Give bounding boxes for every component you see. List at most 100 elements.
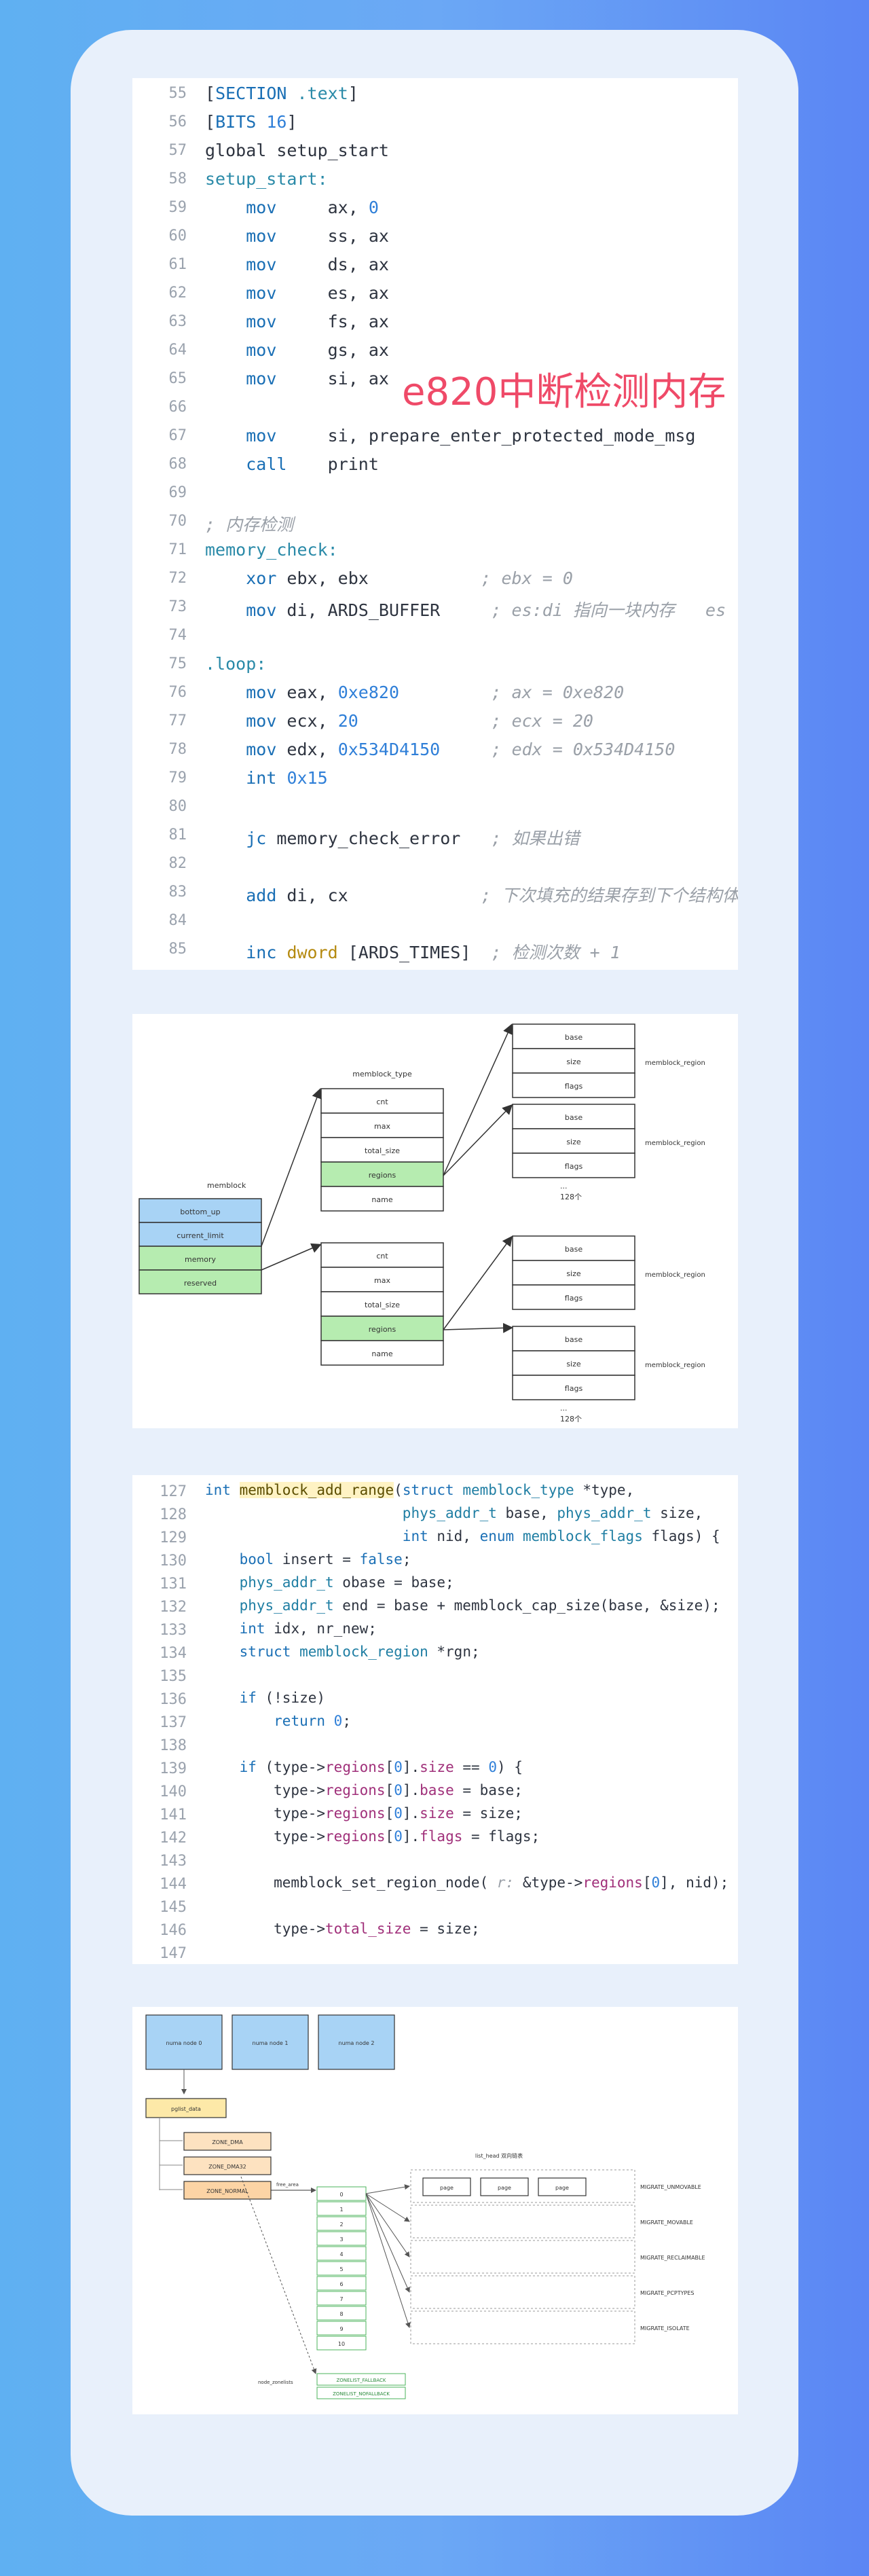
code-line: return 0; [274,1713,351,1729]
memblock-type-field-label: cnt [376,1097,388,1106]
memblock-type-field-label: name [371,1349,392,1358]
order-label: 2 [339,2221,343,2228]
count-label: 128个 [560,1415,582,1423]
memblock-type-field [320,1340,444,1366]
line-number: 55 [168,85,187,102]
page-box [480,2177,529,2196]
code-line: memblock_set_region_node( r: &type->regi… [205,1874,729,1891]
zonelist-box [316,2387,406,2399]
line-number: 137 [160,1714,187,1731]
region-field-label: base [565,1335,583,1344]
order-label: 6 [339,2281,343,2287]
page-box [422,2177,471,2196]
code-line: mov si, prepare_enter_protected_mode_msg [246,426,696,446]
code-line: ; 内存检测 [205,515,294,534]
code-line: phys_addr_t obase = base; [239,1574,454,1591]
order-label: 7 [339,2296,343,2302]
dots-label: ... [560,1182,568,1191]
region-field-label: base [565,1033,583,1042]
line-number: 71 [168,541,187,558]
line-number: 145 [160,1899,187,1916]
code-line: mov ecx, 20 ; ecx = 20 [246,711,593,731]
memblock-diagram: memblockbottom_upcurrent_limitmemoryrese… [138,1023,705,1423]
order-cell [316,2306,367,2321]
line-number: 139 [160,1760,187,1777]
code-line: int nid, enum memblock_flags flags) { [402,1528,720,1544]
region-field [512,1260,635,1286]
page-box [538,2177,587,2196]
memblock-type-field [320,1186,444,1212]
region-field [512,1153,635,1178]
memblock-type-field [320,1137,444,1163]
line-number: 134 [160,1645,187,1662]
page-label: page [440,2185,454,2191]
code-line: int idx, nr_new; [239,1620,377,1637]
line-number: 129 [160,1529,187,1546]
migrate-label: MIGRATE_MOVABLE [640,2219,693,2226]
code-line: xor ebx, ebx ; ebx = 0 [246,568,573,588]
code-line: mov di, ARDS_BUFFER ; es:di 指向一块内存 es [246,600,726,620]
line-number: 79 [168,769,187,786]
line-number: 138 [160,1737,187,1754]
line-number: 73 [168,598,187,615]
numa-node-label: numa node 2 [339,2040,375,2046]
line-number: 135 [160,1668,187,1685]
memblock-field-label: bottom_up [180,1208,220,1216]
memblock-type-field-label: total_size [365,1301,400,1309]
region-field [512,1072,635,1098]
line-number: 143 [160,1853,187,1870]
order-label: 9 [339,2326,343,2332]
free-list-title: list_head 双向链表 [475,2152,523,2159]
code-line: .loop: [205,654,267,674]
region-field-label: flags [565,1082,583,1091]
migrate-label: MIGRATE_RECLAIMABLE [640,2255,705,2261]
pglist-box [145,2098,227,2118]
line-number: 65 [168,370,187,387]
memblock-type-field [320,1291,444,1317]
line-number: 84 [168,912,187,929]
order-label: 0 [339,2192,343,2198]
numa-node-label: numa node 0 [166,2040,202,2046]
line-number: 81 [168,827,187,843]
code-line: mov ds, ax [246,255,389,274]
order-label: 1 [339,2207,343,2213]
migrate-label: MIGRATE_ISOLATE [640,2325,690,2332]
region-field [512,1104,635,1129]
region-field [512,1128,635,1154]
code-line: global setup_start [205,141,389,160]
line-number: 80 [168,798,187,815]
region-label: memblock_region [645,1271,705,1279]
code-line: [BITS 16] [205,112,297,132]
code-line: add di, cx ; 下次填充的结果存到下个结构体 [246,886,738,905]
region-field-label: size [566,1269,581,1278]
line-number: 131 [160,1576,187,1593]
zonelists-label: node_zonelists [258,2380,293,2385]
code-line: jc memory_check_error ; 如果出错 [246,829,580,848]
code-line: phys_addr_t end = base + memblock_cap_si… [239,1597,720,1614]
count-label: 128个 [560,1193,582,1201]
line-number: 67 [168,427,187,444]
order-cell [316,2201,367,2216]
line-number: 74 [168,627,187,644]
line-number: 136 [160,1691,187,1708]
region-field [512,1048,635,1074]
line-number: 78 [168,741,187,758]
region-field [512,1235,635,1261]
line-number: 61 [168,256,187,273]
code-line: int 0x15 [246,768,328,788]
memblock-type-field-label: regions [369,1325,396,1334]
code-line: mov edx, 0x534D4150 ; edx = 0x534D4150 [246,740,676,759]
order-cell [316,2276,367,2291]
line-number: 58 [168,170,187,187]
region-field-label: base [565,1245,583,1254]
zone-label: ZONE_DMA32 [208,2164,246,2170]
region-field [512,1284,635,1310]
line-number: 57 [168,142,187,159]
order-cell [316,2246,367,2261]
zone-box [183,2132,272,2151]
line-number: 128 [160,1506,187,1523]
